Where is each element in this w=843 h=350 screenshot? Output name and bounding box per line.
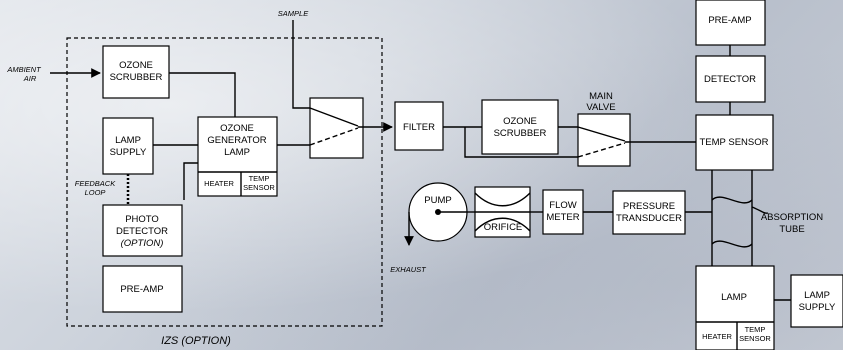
pump-label: PUMP bbox=[424, 195, 451, 206]
detector bbox=[695, 55, 766, 103]
heater-right-label: HEATER bbox=[702, 332, 732, 341]
izs-ozone-scrubber bbox=[102, 45, 170, 99]
ozone-generator-lamp bbox=[197, 116, 278, 197]
filter bbox=[394, 101, 444, 151]
photo-detector bbox=[102, 204, 183, 257]
heater-left-label: HEATER bbox=[204, 179, 234, 188]
sample-line bbox=[292, 20, 310, 109]
exhaust-label: EXHAUST bbox=[390, 265, 427, 274]
preamp-left-label: PRE-AMP bbox=[120, 284, 163, 295]
izs-boundary bbox=[66, 37, 383, 327]
preamp-left bbox=[102, 265, 183, 313]
filter-label: FILTER bbox=[403, 122, 435, 133]
lamp-supply-right bbox=[790, 274, 843, 328]
preamp-right-label: PRE-AMP bbox=[708, 15, 751, 26]
temp-sensor-box-label: TEMP SENSOR bbox=[700, 137, 769, 148]
preamp-right bbox=[695, 0, 766, 46]
sample-label: SAMPLE bbox=[278, 9, 309, 18]
temp-sensor-box bbox=[695, 114, 774, 171]
pressure-transducer bbox=[612, 190, 686, 235]
orifice-label: ORIFICE bbox=[484, 222, 523, 233]
detector-label: DETECTOR bbox=[704, 74, 756, 85]
lamp-right bbox=[695, 265, 775, 350]
izs-option-label: IZS (OPTION) bbox=[161, 335, 231, 347]
lamp-right-label: LAMP bbox=[721, 292, 747, 303]
lamp-supply-left bbox=[102, 117, 154, 175]
ozone-scrubber bbox=[481, 99, 559, 155]
sample-izs-valve bbox=[309, 97, 364, 159]
